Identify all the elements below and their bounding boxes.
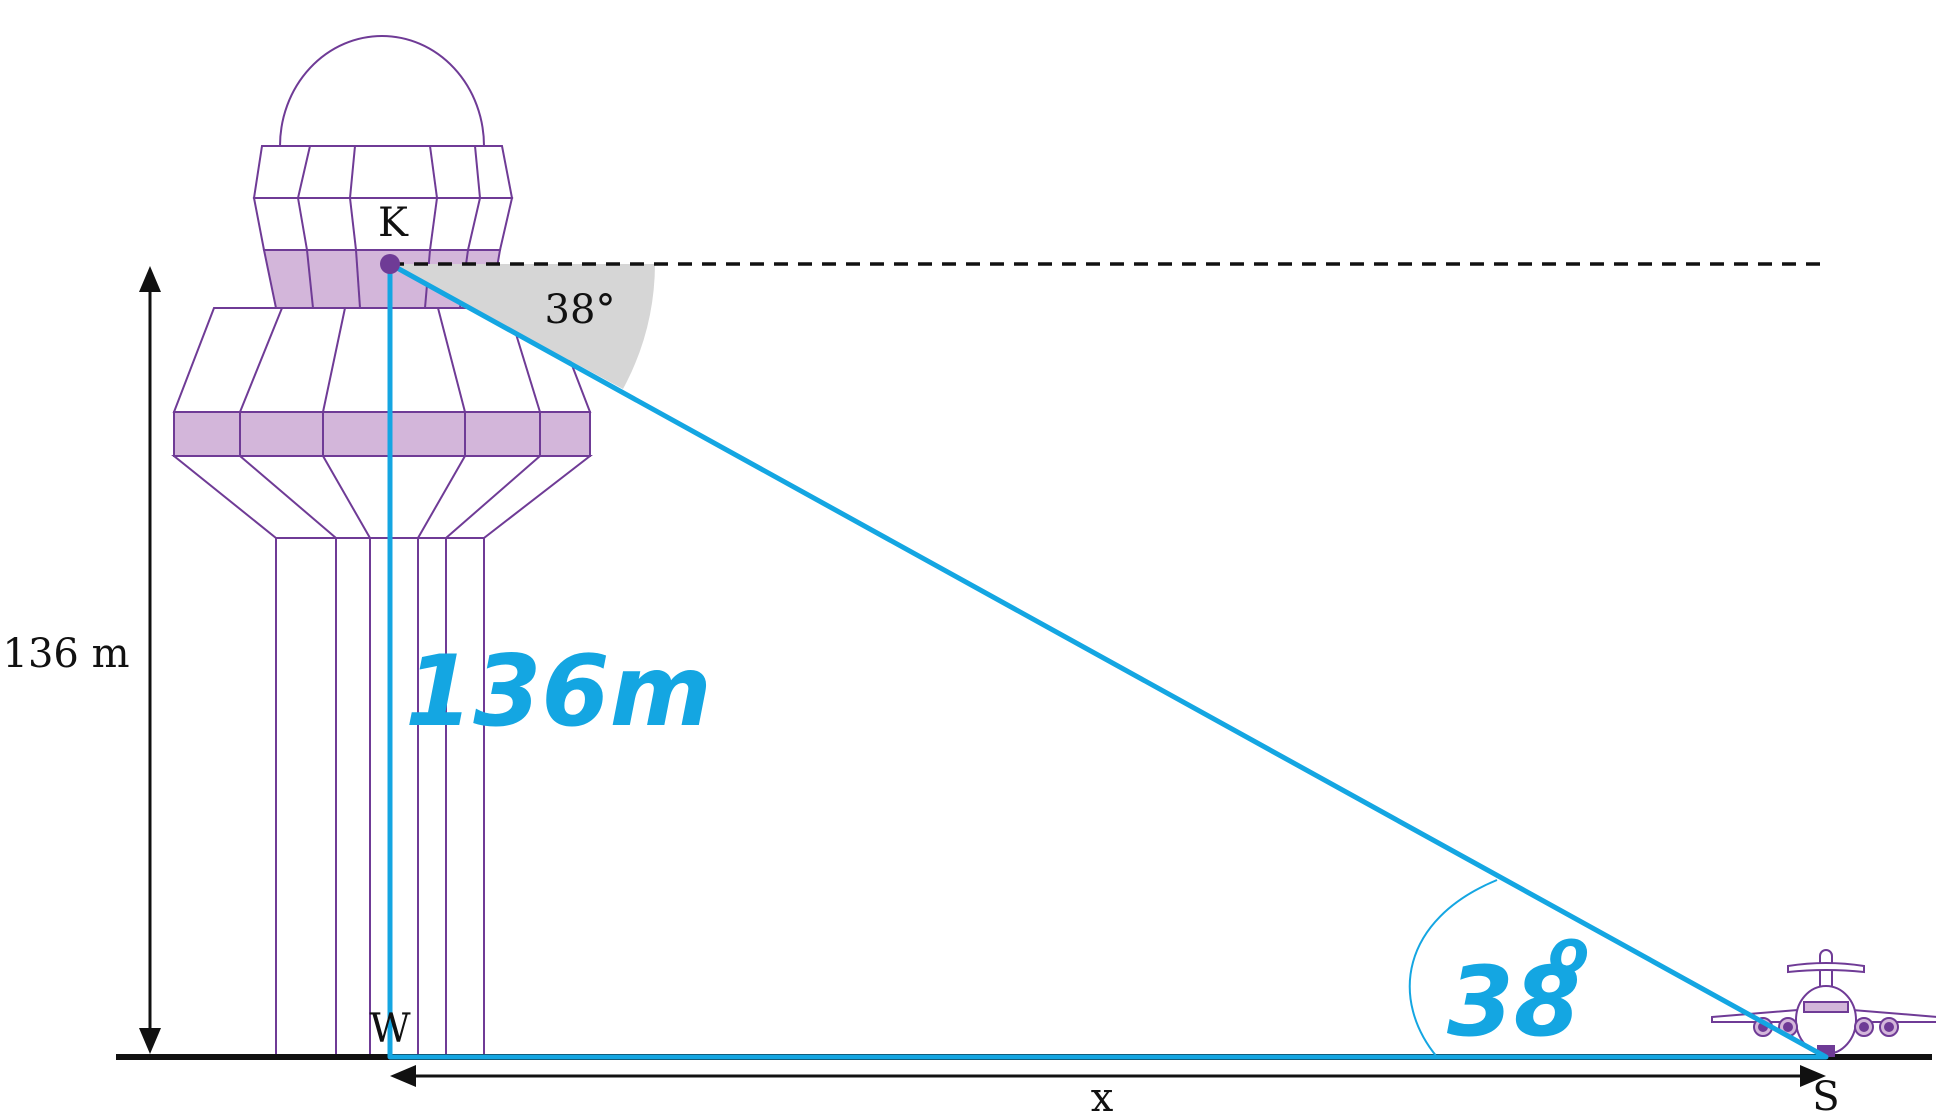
handwritten-angle-value: 38: [1447, 946, 1581, 1058]
handwritten-angle-degree: o: [1548, 917, 1589, 987]
right-triangle: [387, 261, 1829, 1060]
distance-dimension-arrow: [390, 1065, 1826, 1087]
handwritten-height: 136m: [405, 635, 712, 749]
angle-label: 38°: [545, 287, 616, 333]
angle-of-depression-sector: [390, 264, 655, 389]
height-dimension-arrow: [139, 266, 161, 1054]
point-s-label: S: [1812, 1074, 1839, 1113]
airplane-icon: [1711, 949, 1936, 1057]
point-w-label: W: [369, 1006, 410, 1052]
distance-label: x: [1091, 1075, 1114, 1113]
height-label: 136 m: [3, 631, 130, 677]
point-k-dot: [380, 254, 400, 274]
point-k-label: K: [378, 200, 409, 246]
angle-arc-at-s: [1408, 879, 1498, 1058]
control-tower-icon: [171, 35, 593, 1057]
